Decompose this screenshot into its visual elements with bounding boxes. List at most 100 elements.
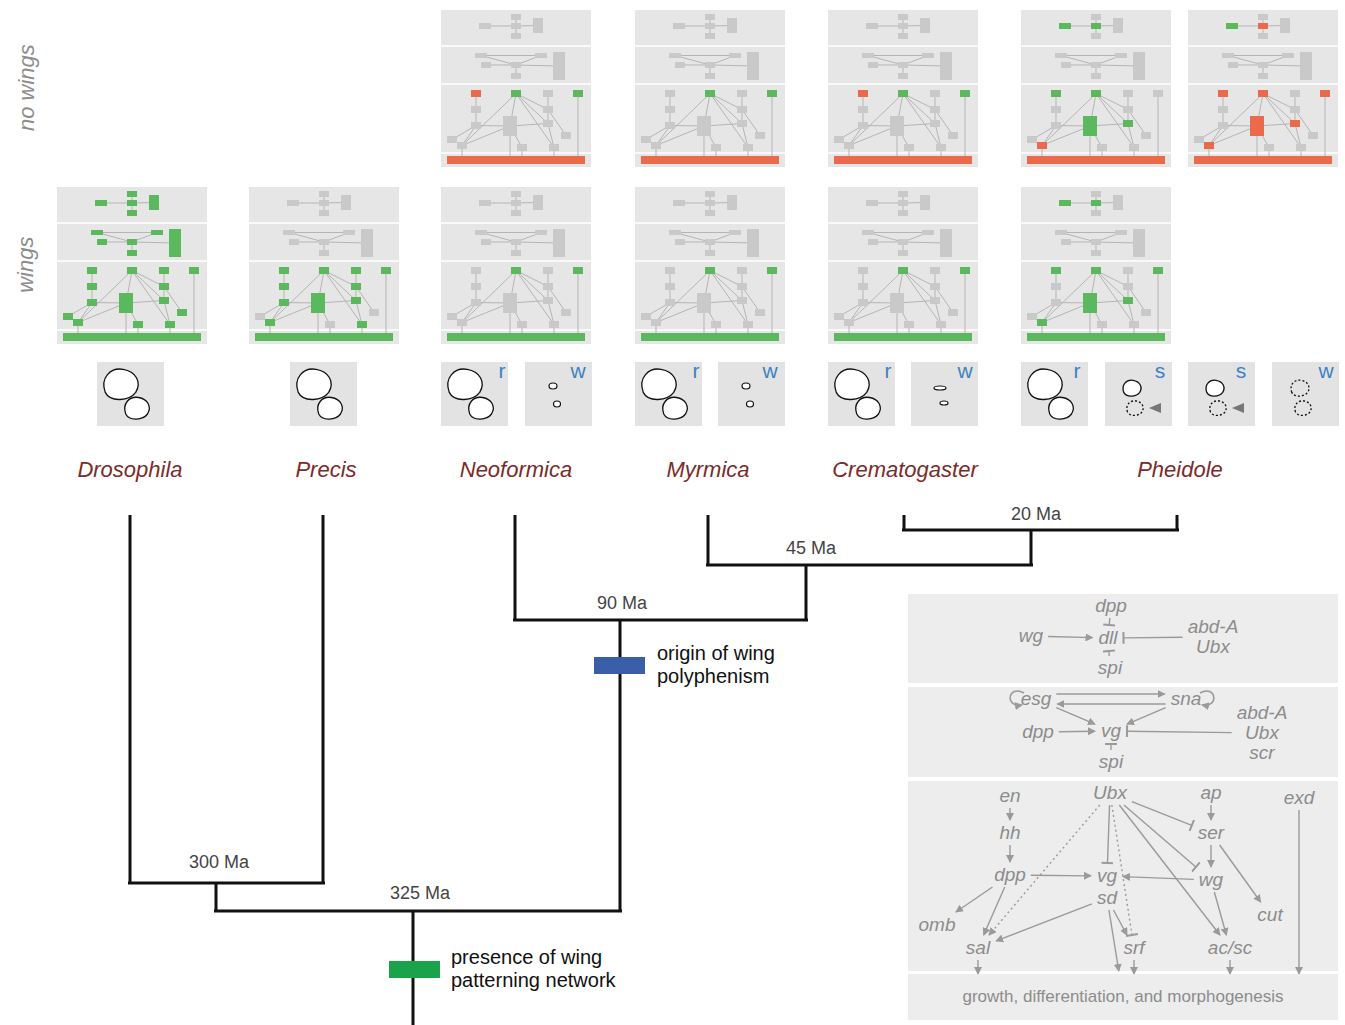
wing-panel <box>635 362 702 426</box>
thumb-gene <box>1290 120 1300 127</box>
gene-name: wg <box>1196 870 1226 890</box>
thumb-gene <box>73 319 83 326</box>
tree-branch <box>1030 530 1033 566</box>
thumb-link <box>849 303 897 323</box>
thumb-separator <box>1021 83 1171 85</box>
thumb-gene <box>511 73 521 79</box>
thumb-link <box>903 271 941 325</box>
thumb-separator <box>1021 329 1171 331</box>
gene-panel <box>908 594 1338 683</box>
gene-label: dll <box>1098 628 1117 648</box>
thumb-link <box>1042 94 1096 146</box>
thumb-gene <box>948 309 958 316</box>
network-thumbnail <box>57 187 207 344</box>
tree-branch <box>805 565 808 621</box>
thumb-link <box>868 232 928 233</box>
thumb-gene <box>705 73 715 79</box>
thumb-gene <box>1091 267 1101 274</box>
thumb-link <box>772 94 773 157</box>
wing-outline <box>448 369 482 399</box>
thumb-output-bar <box>641 156 779 164</box>
thumb-gene <box>858 283 868 290</box>
gene-label: vg <box>1097 866 1117 886</box>
thumb-gene <box>747 52 759 80</box>
thumb-gene <box>1264 144 1274 151</box>
thumb-gene <box>511 267 521 274</box>
thumb-gene <box>1091 90 1101 97</box>
thumb-gene <box>727 195 737 210</box>
thumb-link <box>462 271 516 323</box>
thumb-link <box>710 271 748 325</box>
thumb-gene <box>890 116 904 136</box>
thumb-gene <box>1218 106 1228 113</box>
thumb-gene <box>898 239 908 245</box>
regulation-link <box>1210 845 1211 867</box>
wing-outline <box>642 369 676 399</box>
tree-branch <box>214 910 622 913</box>
thumb-gene <box>936 144 946 151</box>
thumb-gene <box>1300 52 1312 80</box>
thumb-gene <box>127 250 137 256</box>
gene-label: sd <box>1097 888 1117 908</box>
thumb-gene <box>1091 250 1101 256</box>
thumb-gene <box>1091 23 1101 29</box>
gene-name: ac/sc <box>1205 938 1255 958</box>
regulation-link <box>1056 693 1164 694</box>
thumb-gene <box>1226 23 1238 29</box>
regulation-link <box>1113 910 1127 935</box>
thumb-gene <box>279 299 289 306</box>
thumb-gene <box>341 195 351 210</box>
thumb-gene <box>543 90 553 97</box>
network-thumbnail <box>441 10 591 167</box>
thumb-gene <box>1115 53 1127 58</box>
row-label: no wings <box>13 45 38 132</box>
gene-label: Ubx <box>1237 723 1288 743</box>
thumb-link <box>1128 301 1134 325</box>
thumb-link <box>772 271 773 334</box>
thumb-link <box>481 232 541 233</box>
thumb-gene <box>361 229 373 257</box>
gene-name: esg <box>1018 689 1055 709</box>
thumb-gene <box>930 283 940 290</box>
gene-label: vg <box>1101 721 1121 741</box>
thumb-gene <box>651 319 661 326</box>
thumb-gene <box>1051 299 1061 306</box>
thumb-gene <box>1113 195 1123 210</box>
regulation-link <box>1056 708 1095 724</box>
thumb-gene <box>517 144 527 151</box>
thumb-output-bar <box>63 333 201 341</box>
thumb-gene <box>481 239 491 245</box>
network-thumbnail <box>1188 10 1338 167</box>
thumb-link <box>656 303 704 323</box>
regulation-link <box>1109 618 1111 625</box>
thumb-gene <box>1051 283 1061 290</box>
gene-label: Ubx <box>1188 637 1239 657</box>
thumb-gene <box>319 250 329 256</box>
thumb-gene <box>747 229 759 257</box>
gene-label: dpp <box>1022 722 1054 742</box>
thumb-gene <box>119 293 133 313</box>
tree-branch <box>514 515 517 621</box>
thumb-separator <box>635 329 785 331</box>
gene-name: srf <box>1120 938 1147 958</box>
thumb-gene <box>127 267 137 274</box>
thumb-gene <box>127 239 137 245</box>
gene-label: Ubx <box>1093 783 1127 803</box>
thumb-link <box>675 55 735 56</box>
thumb-link <box>78 303 126 323</box>
gene-name: sna <box>1168 689 1205 709</box>
wing-outline <box>1123 380 1141 396</box>
thumb-separator <box>249 222 399 224</box>
thumb-separator <box>1188 45 1338 47</box>
thumb-link <box>481 55 541 56</box>
thumb-gene <box>1037 142 1047 149</box>
thumb-output-bar <box>1027 333 1165 341</box>
thumb-gene <box>898 191 908 197</box>
thumb-gene <box>1320 90 1330 97</box>
thumb-gene <box>127 210 137 216</box>
thumb-gene <box>471 299 481 306</box>
gene-label: omb <box>919 915 956 935</box>
gene-name: vg <box>1094 866 1120 886</box>
thumb-link <box>1209 126 1257 146</box>
thumb-gene <box>283 230 295 235</box>
